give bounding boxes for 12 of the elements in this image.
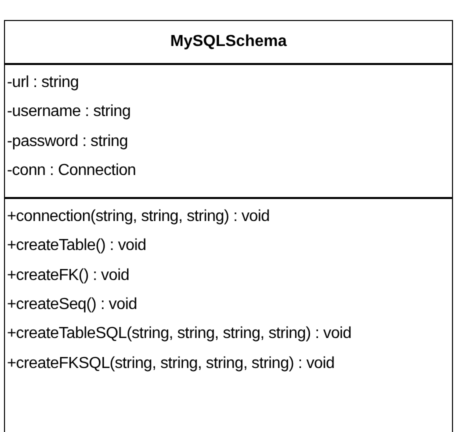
attribute-text: -password : string — [7, 132, 128, 152]
attribute-text: -url : string — [7, 73, 79, 93]
attribute-text: -username : string — [7, 102, 131, 122]
method-text: +createSeq() : void — [7, 294, 137, 315]
method-text: +createFK() : void — [7, 266, 130, 286]
class-box — [4, 20, 453, 432]
method-text: +createTableSQL(string, string, string, string) : void — [7, 324, 352, 344]
method-text: +createFKSQL(string, string, string, string) : void — [7, 354, 334, 374]
class-name: MySQLSchema — [169, 33, 288, 51]
method-text: +connection(string, string, string) : void — [7, 207, 270, 227]
attribute-text: -conn : Connection — [7, 160, 136, 181]
method-text: +createTable() : void — [7, 236, 146, 256]
